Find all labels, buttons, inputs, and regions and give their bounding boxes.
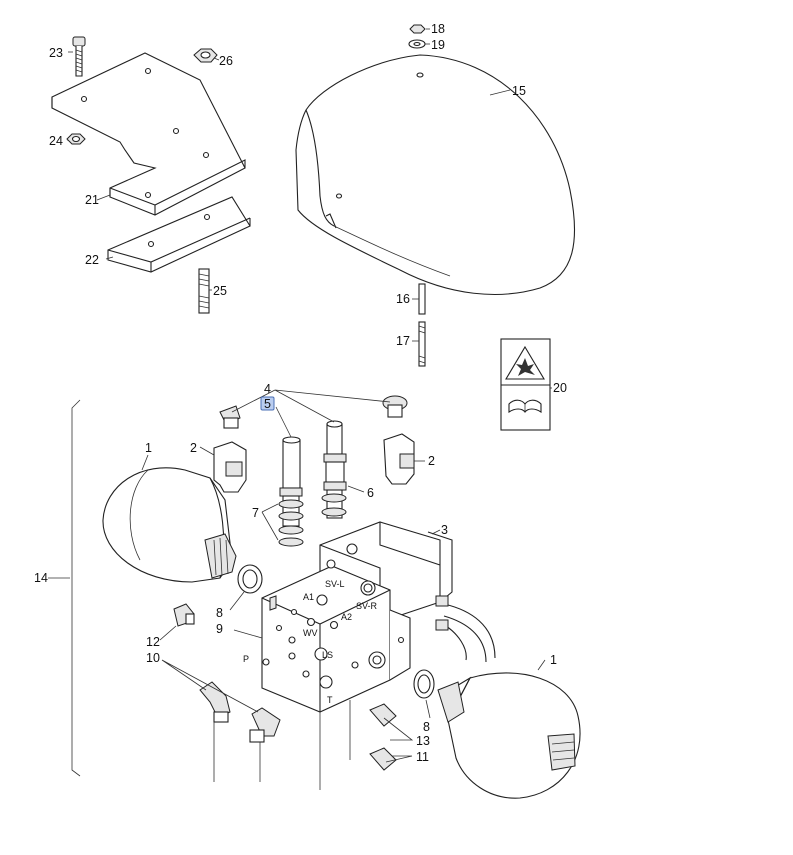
accumulator-left (102, 467, 237, 583)
callout-9: 9 (216, 622, 223, 636)
callout-2-right: 2 (428, 454, 435, 468)
elbow-fitting-10a (199, 681, 231, 723)
fitting-12 (173, 603, 195, 627)
seal-rings-7 (278, 493, 347, 547)
group-bracket-14 (71, 399, 81, 777)
o-ring-8-left (237, 564, 263, 594)
washer-19 (408, 39, 426, 49)
callout-24: 24 (49, 134, 63, 148)
port-p: P (243, 654, 249, 664)
warning-label-20 (500, 338, 551, 431)
port-a2: A2 (341, 612, 352, 622)
callout-4: 4 (264, 382, 271, 396)
cover-15 (295, 54, 576, 295)
callout-18: 18 (431, 22, 445, 36)
pin-16 (418, 283, 426, 315)
callout-7: 7 (252, 506, 259, 520)
fitting-11 (369, 747, 397, 771)
stud-25 (198, 268, 210, 314)
nut-24 (66, 133, 86, 145)
callout-5: 5 (264, 397, 271, 411)
connector-2-left (213, 441, 247, 493)
fitting-13 (369, 703, 397, 727)
callout-8-left: 8 (216, 606, 223, 620)
port-sv-r: SV-R (356, 601, 378, 611)
leader-lines (67, 28, 552, 790)
pin-17 (418, 321, 426, 367)
callout-12: 12 (146, 635, 160, 649)
o-ring-8-right (413, 669, 435, 699)
callout-14: 14 (34, 571, 48, 585)
valve-block-9 (261, 521, 453, 713)
callout-numbers: 23 26 24 21 22 25 18 19 15 16 17 20 4 5 … (34, 22, 567, 764)
elbow-fitting-10b (249, 707, 281, 743)
port-labels: SV-L SV-R A1 A2 WV LS P T (243, 579, 378, 705)
port-a1: A1 (303, 592, 314, 602)
callout-10: 10 (146, 651, 160, 665)
nut-18 (409, 24, 426, 34)
cap-4-right (382, 395, 408, 418)
callout-3: 3 (441, 523, 448, 537)
callout-23: 23 (49, 46, 63, 60)
callout-2-left: 2 (190, 441, 197, 455)
bolt-23 (72, 36, 86, 77)
callout-6: 6 (367, 486, 374, 500)
port-sv-l: SV-L (325, 579, 345, 589)
callout-5-highlighted[interactable]: 5 (260, 396, 275, 411)
callout-20: 20 (553, 381, 567, 395)
port-t: T (327, 695, 333, 705)
callout-1-right: 1 (550, 653, 557, 667)
plate-22 (107, 196, 251, 273)
callout-16: 16 (396, 292, 410, 306)
hoses (435, 595, 496, 663)
nut-26 (193, 48, 218, 63)
port-ls: LS (322, 650, 333, 660)
connector-2-right (383, 433, 415, 485)
port-wv: WV (303, 628, 318, 638)
callout-26: 26 (219, 54, 233, 68)
bracket-21 (51, 52, 246, 216)
callout-17: 17 (396, 334, 410, 348)
callout-25: 25 (213, 284, 227, 298)
callout-8-right: 8 (423, 720, 430, 734)
callout-19: 19 (431, 38, 445, 52)
callout-13: 13 (416, 734, 430, 748)
callout-22: 22 (85, 253, 99, 267)
accumulator-right (437, 672, 581, 799)
spool-6 (323, 420, 347, 519)
callout-15: 15 (512, 84, 526, 98)
callout-11: 11 (416, 750, 429, 764)
callout-1-left: 1 (145, 441, 152, 455)
callout-21: 21 (85, 193, 99, 207)
